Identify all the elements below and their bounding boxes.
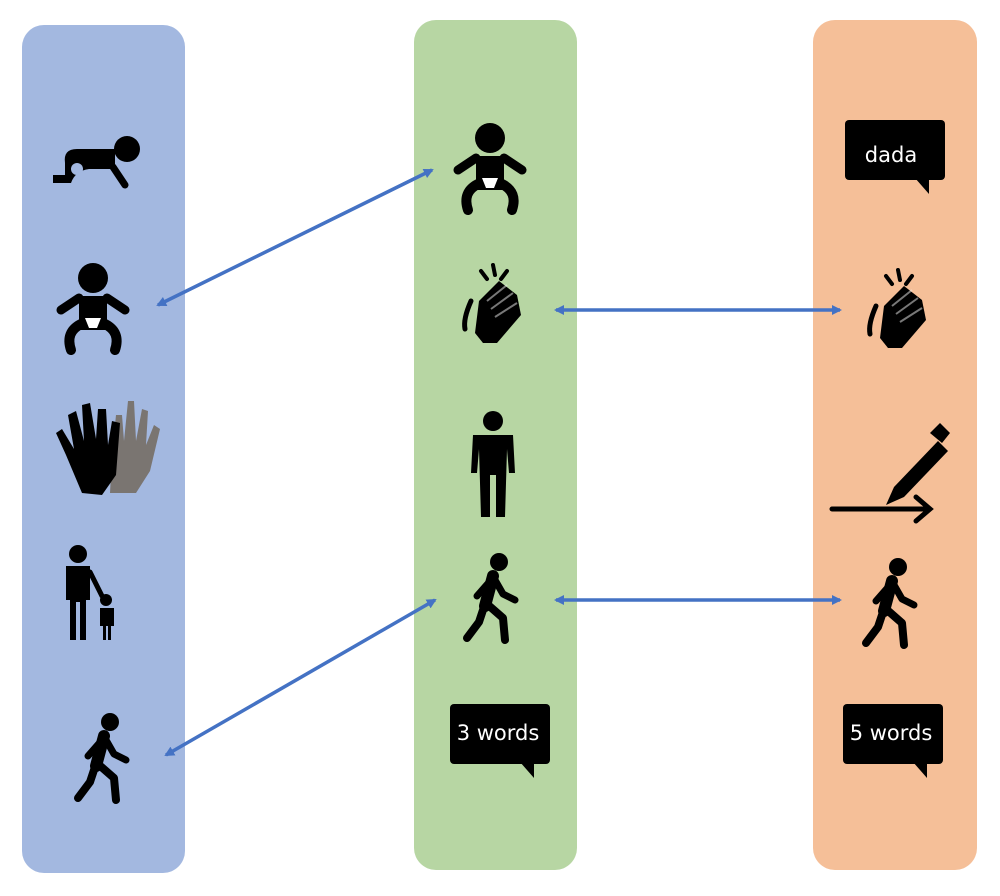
bubble-text-5-words: 5 words <box>850 721 933 745</box>
arrow-walk-link-left <box>164 598 437 757</box>
speech-bubble-icon: dada <box>845 120 945 194</box>
hands-icon <box>56 401 160 495</box>
parent-child-icon <box>66 545 114 640</box>
standing-person-icon <box>471 411 515 517</box>
writing-pencil-icon <box>829 423 950 524</box>
bubble-text-dada: dada <box>865 143 917 167</box>
bubble-text-3-words: 3 words <box>457 721 540 745</box>
arrow-baby-link <box>156 168 434 307</box>
crawling-baby-icon <box>53 136 140 189</box>
speech-bubble-icon: 3 words <box>450 704 550 778</box>
speech-bubble-icon: 5 words <box>843 704 943 778</box>
column-orange <box>813 20 977 870</box>
